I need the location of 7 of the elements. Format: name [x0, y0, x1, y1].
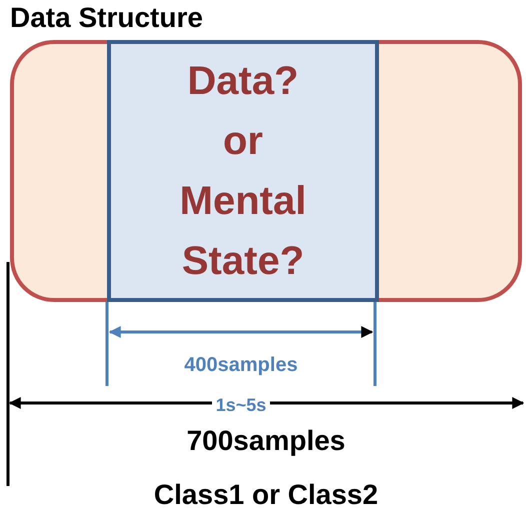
dimension-label: Class1 or Class2	[154, 479, 378, 510]
rounded-band	[10, 40, 522, 302]
dimension-label: 700samples	[186, 425, 346, 456]
box-text: Data? or Mental State?	[178, 58, 308, 285]
window-box	[107, 40, 379, 302]
diagram-title: Data Structure	[10, 1, 203, 35]
dimension-label: 400samples	[184, 354, 298, 376]
